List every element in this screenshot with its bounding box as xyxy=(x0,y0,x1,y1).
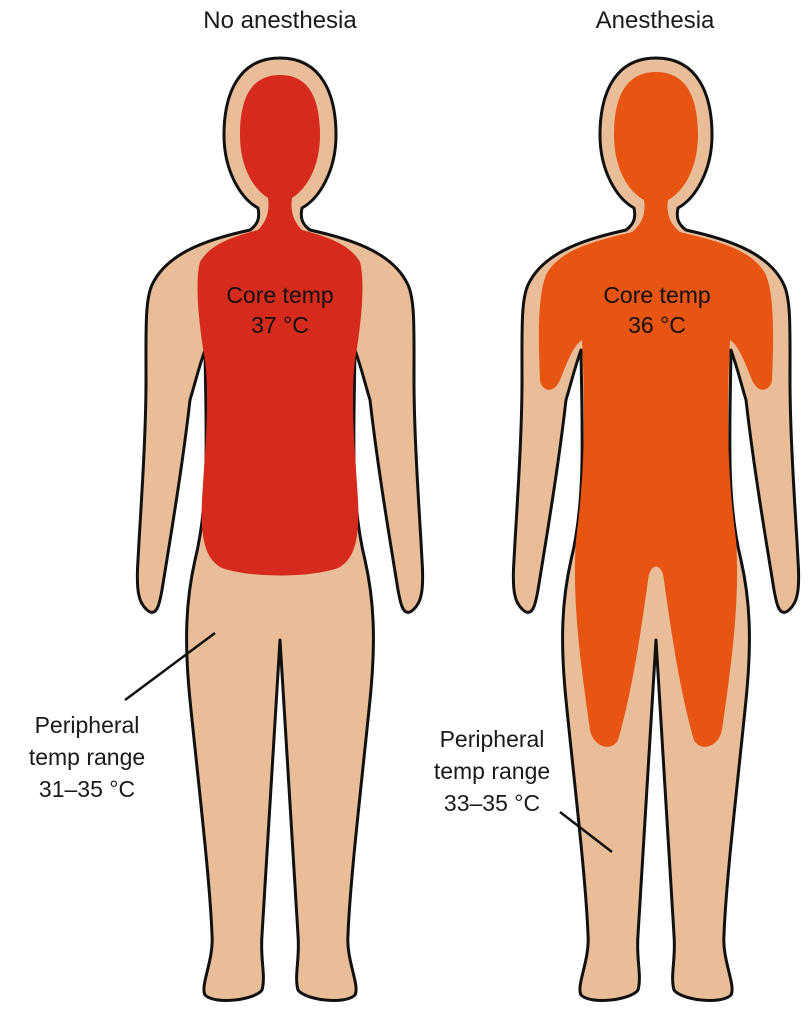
core-temp-value-anesthesia: 36 °C xyxy=(628,312,686,338)
title-anesthesia: Anesthesia xyxy=(596,7,715,34)
title-no-anesthesia: No anesthesia xyxy=(203,7,357,34)
peripheral-range-anesthesia: 33–35 °C xyxy=(444,790,540,816)
figure-no-anesthesia: No anesthesia Core temp 37 °C Peripheral… xyxy=(29,7,423,1000)
figure-anesthesia: Anesthesia Core temp 36 °C Peripheral te… xyxy=(434,7,799,1000)
core-temp-label-no-anesthesia: Core temp xyxy=(226,282,333,308)
peripheral-label-line1-anesthesia: Peripheral xyxy=(440,726,545,752)
peripheral-label-line2-no-anesthesia: temp range xyxy=(29,744,145,770)
core-temp-value-no-anesthesia: 37 °C xyxy=(251,312,309,338)
peripheral-label-line1-no-anesthesia: Peripheral xyxy=(35,712,140,738)
peripheral-range-no-anesthesia: 31–35 °C xyxy=(39,776,135,802)
peripheral-label-line2-anesthesia: temp range xyxy=(434,758,550,784)
core-temp-label-anesthesia: Core temp xyxy=(603,282,710,308)
